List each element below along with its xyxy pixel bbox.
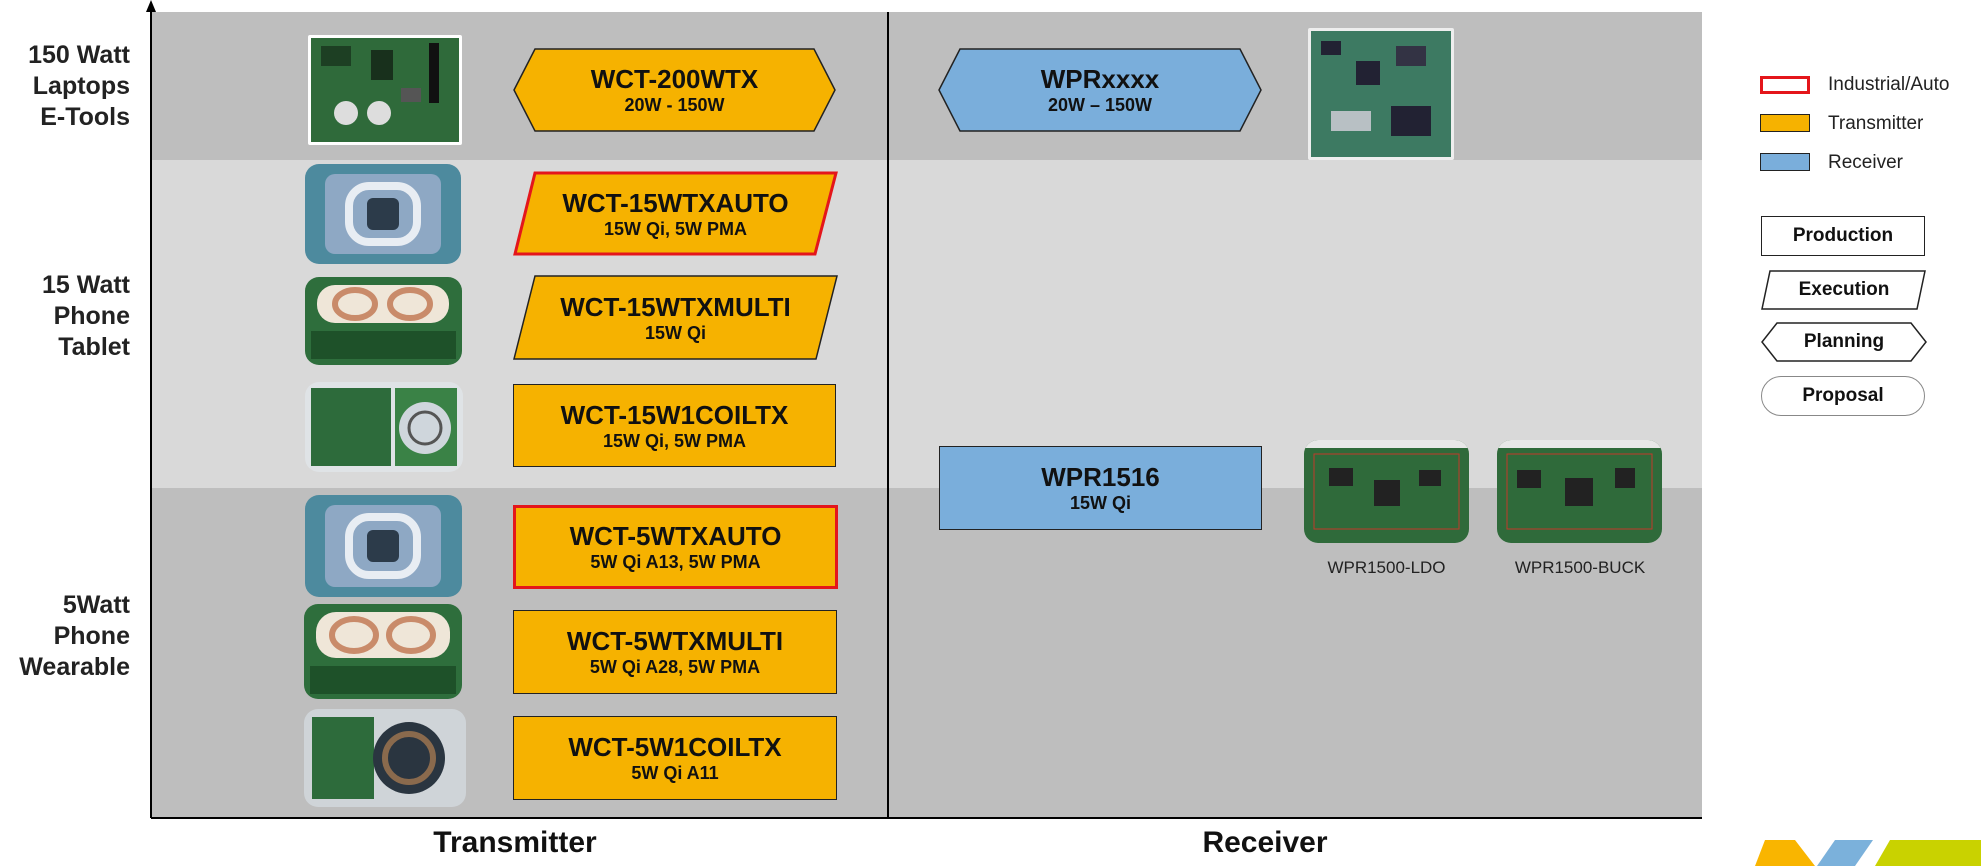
legend-shape-execution: Execution <box>1798 279 1890 300</box>
product-name: WCT-5W1COILTX <box>568 732 782 762</box>
shape-wct-200wtx <box>513 48 836 132</box>
legend: Industrial/Auto Transmitter Receiver Pro… <box>1760 70 1981 420</box>
legend-label-transmitter: Transmitter <box>1828 113 1924 134</box>
product-spec: 20W - 150W <box>624 95 725 115</box>
product-wprxxxx[interactable]: WPRxxxx 20W – 150W <box>938 48 1262 132</box>
legend-swatch-industrial <box>1760 76 1810 94</box>
product-wct-200wtx[interactable]: WCT-200WTX 20W - 150W <box>513 48 836 132</box>
product-name: WCT-5WTXAUTO <box>569 521 782 551</box>
board-photo-wpr1500-ldo <box>1304 440 1469 543</box>
legend-shape-execution-outline <box>1761 270 1926 310</box>
product-wct-15wtxauto[interactable]: WCT-15WTXAUTO 15W Qi, 5W PMA <box>513 171 838 256</box>
product-spec: 5W Qi A28, 5W PMA <box>589 657 761 677</box>
legend-shape-planning: Planning <box>1803 331 1885 352</box>
legend-shape-production: Production <box>1761 216 1925 256</box>
board-photo-5w1coiltx <box>304 709 466 807</box>
nxp-logo <box>1755 840 1981 866</box>
legend-swatch-transmitter <box>1760 114 1810 132</box>
product-spec: 5W Qi A13, 5W PMA <box>590 552 761 572</box>
shape-wprxxxx <box>938 48 1262 132</box>
legend-label-receiver: Receiver <box>1828 152 1903 173</box>
product-wct-5w1coiltx[interactable]: WCT-5W1COILTX 5W Qi A11 <box>513 716 837 800</box>
column-title-transmitter: Transmitter <box>433 826 597 859</box>
legend-label-industrial: Industrial/Auto <box>1828 74 1950 95</box>
caption-wpr1500-ldo: WPR1500-LDO <box>1327 558 1446 577</box>
product-spec: 15W Qi, 5W PMA <box>602 430 746 451</box>
board-photo-15wtxmulti <box>305 277 462 365</box>
product-spec: 20W – 150W <box>1047 95 1153 115</box>
column-title-receiver: Receiver <box>1202 826 1328 859</box>
product-wpr1516[interactable]: WPR1516 15W Qi <box>939 446 1262 530</box>
board-photo-5wtxmulti <box>304 604 462 699</box>
product-name: WCT-200WTX <box>590 64 759 94</box>
product-name: WPRxxxx <box>1040 64 1160 94</box>
product-wct-5wtxauto[interactable]: WCT-5WTXAUTO 5W Qi A13, 5W PMA <box>513 505 838 589</box>
board-photo-wprxxxx <box>1308 28 1454 160</box>
board-photo-15w1coiltx <box>305 382 463 472</box>
product-name: WCT-5WTXMULTI <box>566 626 784 656</box>
board-photo-wpr1500-buck <box>1497 440 1662 543</box>
product-wct-15w1coiltx[interactable]: WCT-15W1COILTX 15W Qi, 5W PMA <box>513 384 836 467</box>
product-wct-5wtxmulti[interactable]: WCT-5WTXMULTI 5W Qi A28, 5W PMA <box>513 610 837 694</box>
product-name: WCT-15W1COILTX <box>560 399 789 430</box>
board-photo-15wtxauto <box>305 164 461 264</box>
product-name: WPR1516 <box>1041 462 1160 492</box>
caption-wpr1500-buck: WPR1500-BUCK <box>1514 558 1646 577</box>
legend-shape-proposal: Proposal <box>1761 376 1925 416</box>
shape-wct-15wtxauto <box>513 171 838 256</box>
shape-wct-15wtxmulti <box>513 275 838 360</box>
product-spec: 15W Qi <box>644 322 706 343</box>
product-wct-15wtxmulti[interactable]: WCT-15WTXMULTI 15W Qi <box>513 275 838 360</box>
product-spec: 15W Qi, 5W PMA <box>603 218 747 239</box>
legend-swatch-receiver <box>1760 153 1810 171</box>
product-spec: 15W Qi <box>1069 493 1131 513</box>
product-spec: 5W Qi A11 <box>631 763 719 783</box>
product-name: WCT-15WTXMULTI <box>560 291 791 322</box>
board-photo-5wtxauto <box>305 495 462 597</box>
product-name: WCT-15WTXAUTO <box>562 187 789 218</box>
legend-shape-planning-outline <box>1761 322 1927 362</box>
board-photo-200wtx <box>308 35 462 145</box>
